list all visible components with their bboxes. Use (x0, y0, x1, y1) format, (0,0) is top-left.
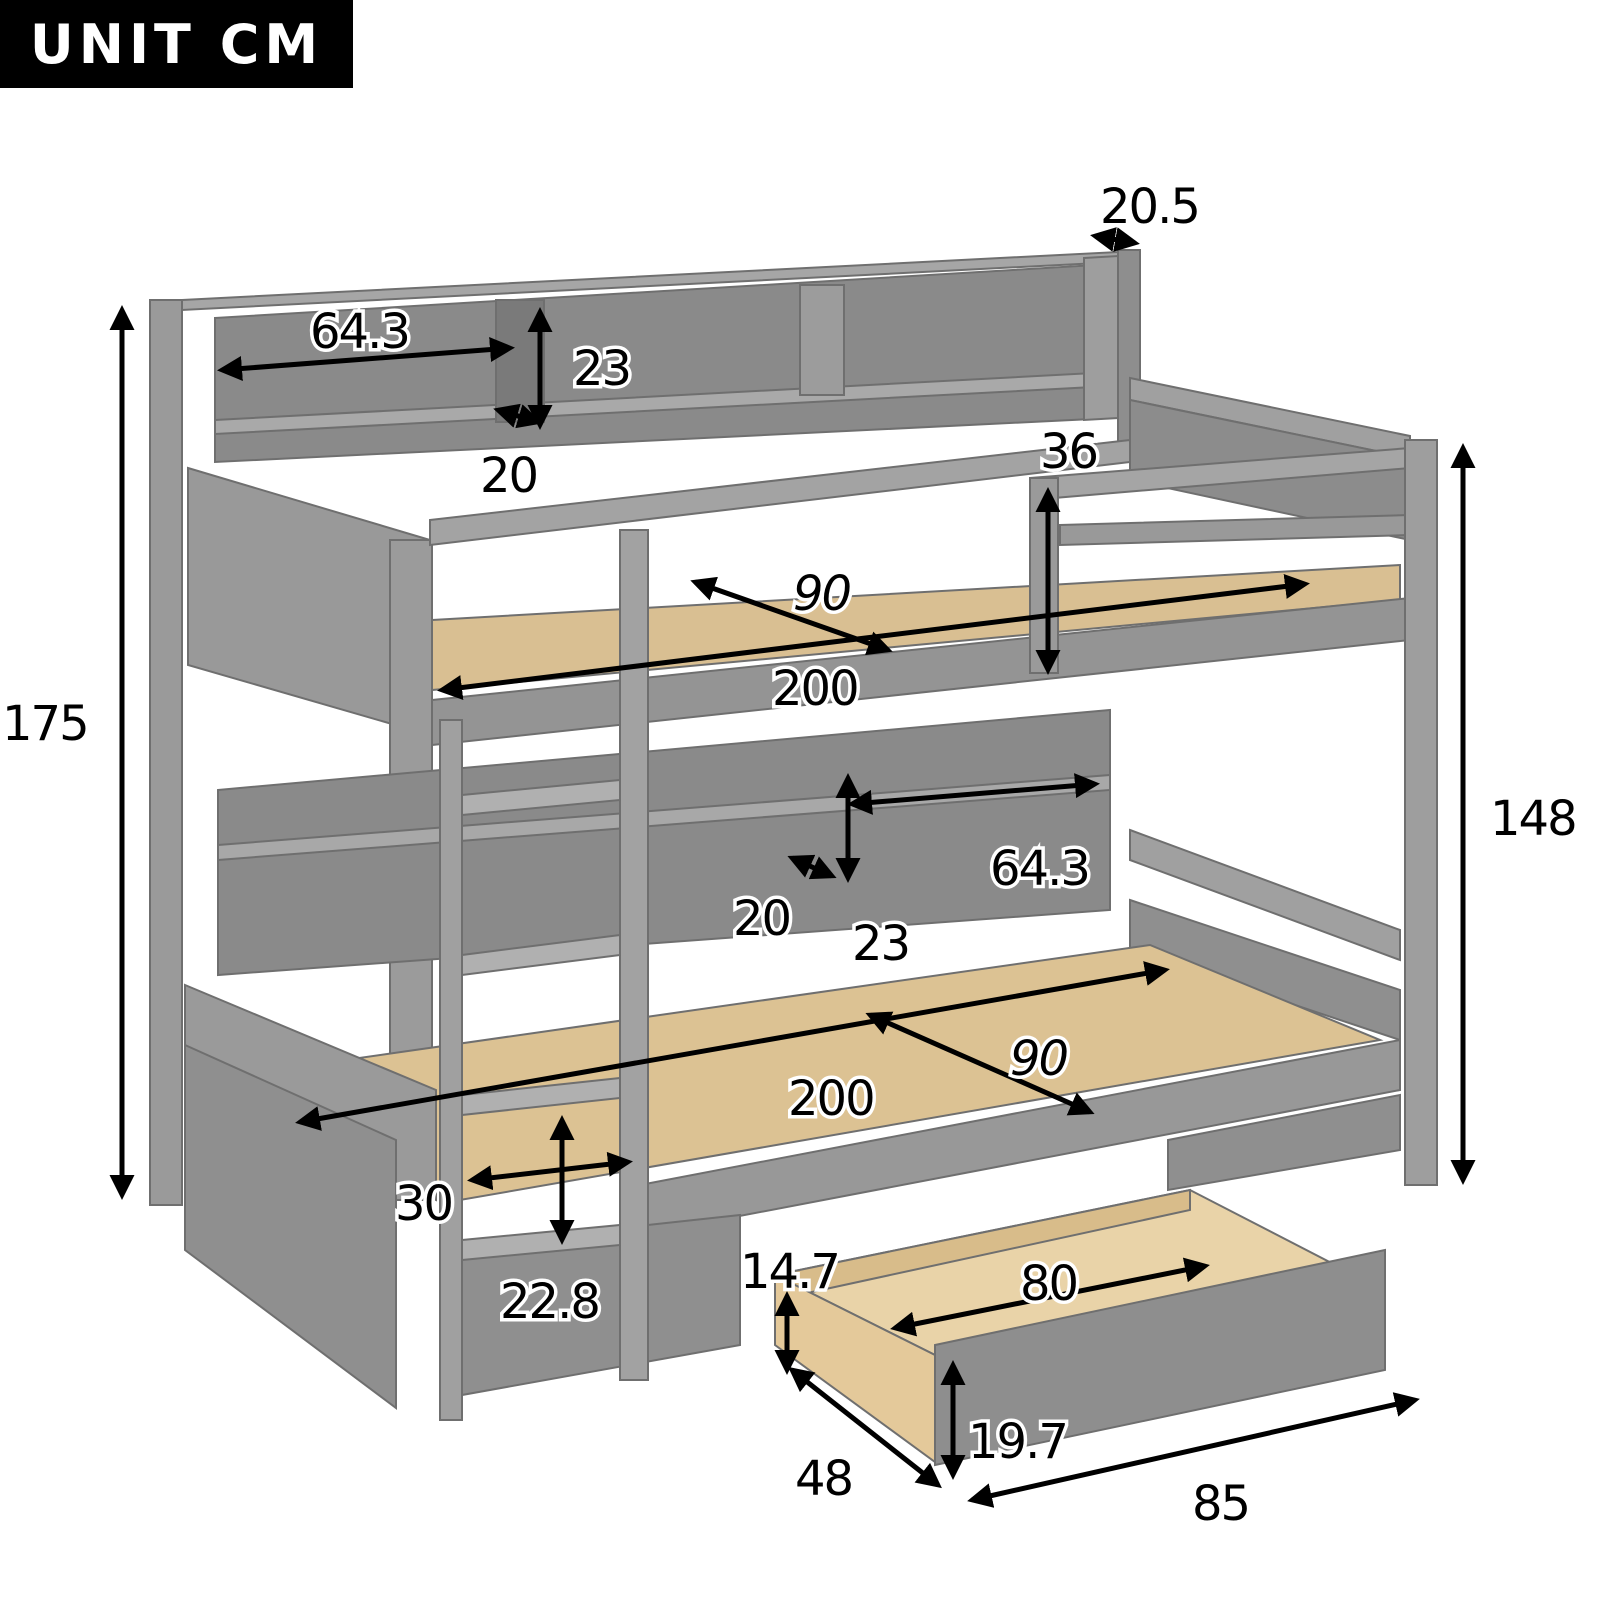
upper-guard-mid (1059, 513, 1411, 547)
arrow-top-shelf-width (217, 337, 515, 381)
arrow-drawer-length (967, 1392, 1420, 1508)
label-drawer-depth: 48 (795, 1451, 852, 1507)
arrow-lower-shelf-width (847, 773, 1100, 815)
label-drawer-length: 85 (1192, 1476, 1249, 1532)
label-lower-bed-length: 200 (788, 1071, 874, 1127)
label-top-shelf-height: 23 (573, 341, 630, 397)
top-shelf-divider-1 (495, 299, 545, 423)
arrow-drawer-inner-length (890, 1257, 1210, 1337)
label-lower-shelf-depth: 20 (733, 891, 790, 947)
arrow-top-shelf-depth (1090, 227, 1140, 252)
label-top-shelf-depth-small: 20 (480, 448, 537, 504)
back-left-post (149, 299, 183, 1206)
lower-right-rail (1129, 828, 1401, 962)
label-ladder-width: 30 (395, 1176, 452, 1232)
top-shelf-end (1083, 254, 1119, 422)
label-drawer-inner-length: 80 (1020, 1256, 1077, 1312)
label-top-shelf-depth: 20.5 (1100, 179, 1199, 235)
arrow-top-shelf-depth-small (493, 403, 543, 429)
label-upper-rail-height: 36 (1040, 424, 1097, 480)
ladder-right-rail (619, 529, 649, 1381)
top-shelf-divider-2 (799, 284, 845, 396)
guard-post (1029, 477, 1059, 674)
label-lower-bed-width: 90 (1010, 1031, 1068, 1087)
arrow-lower-bed-length (295, 961, 1170, 1131)
ladder-rung-1 (461, 778, 621, 817)
label-upper-bed-width: 90 (793, 566, 851, 622)
label-drawer-clearance: 14.7 (740, 1244, 839, 1300)
under-bed-drawer-right (1167, 1093, 1401, 1192)
label-top-shelf-width: 64.3 (310, 304, 409, 360)
drawer (771, 1188, 1386, 1467)
front-right-post (1404, 439, 1438, 1186)
arrow-upper-bed-length (437, 574, 1310, 700)
arrow-lower-bed-width (865, 1011, 1095, 1116)
label-upper-bed-length: 200 (772, 661, 858, 717)
label-ladder-step: 22.8 (500, 1274, 599, 1330)
label-drawer-height: 19.7 (968, 1414, 1067, 1470)
label-upper-guard-height: 148 (1490, 791, 1576, 847)
label-lower-shelf-height: 23 (852, 916, 909, 972)
label-lower-shelf-width: 64.3 (990, 841, 1089, 897)
arrow-drawer-depth (788, 1366, 942, 1489)
ladder-left-rail (439, 719, 463, 1421)
dimension-labels: 175 148 20.5 64.3 23 20 36 90 200 64.3 2… (0, 176, 1581, 1536)
unit-label: UNIT CM (0, 0, 353, 88)
dimension-arrows (109, 227, 1476, 1508)
label-total-height: 175 (2, 696, 88, 752)
arrow-lower-shelf-depth (787, 854, 837, 880)
